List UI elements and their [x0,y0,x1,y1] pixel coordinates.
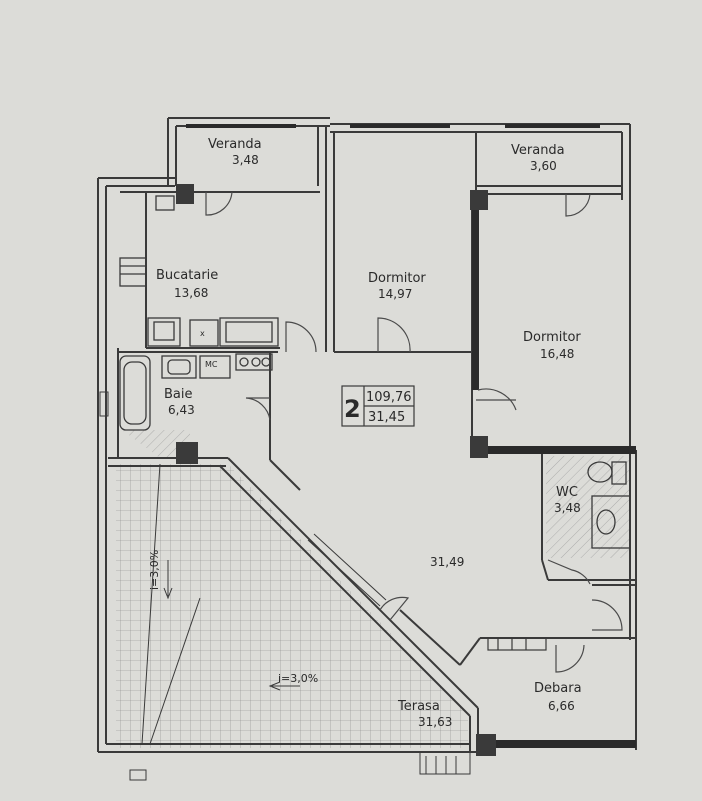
terrace-slope-2: i=3,0% [278,672,318,685]
bathroom-fixtures [119,353,273,431]
rooms-count: 2 [344,395,361,423]
apartment-info-box [341,385,415,427]
kitchen-name: Bucatarie [156,268,218,283]
living-area: 31,45 [368,410,405,425]
veranda-right-area: 3,60 [530,159,557,173]
storage-area: 6,66 [548,699,575,713]
total-area: 109,76 [366,390,412,405]
windows [99,391,471,781]
kitchen-area: 13,68 [174,286,208,300]
veranda-left-name: Veranda [208,137,262,152]
bathroom-name: Baie [164,387,193,402]
bathroom-hatch [122,430,190,458]
wc-fixtures [587,461,631,549]
bearing-walls [186,124,636,748]
wc-name: WC [556,485,578,500]
storage-shelving [487,637,547,651]
bedroom-1-area: 14,97 [378,287,412,301]
terrace-name: Terasa [397,699,440,714]
veranda-left-area: 3,48 [232,153,259,167]
storage-name: Debara [534,681,582,696]
kitchen-fixtures [119,195,279,347]
bedroom-2-name: Dormitor [523,330,581,345]
terrace-tiling [116,464,468,748]
bedroom-1-name: Dormitor [368,271,426,286]
wc-area: 3,48 [554,501,581,515]
terrace-slope-lines [141,463,300,745]
stove-label: x [200,329,205,338]
bedroom-2-area: 16,48 [540,347,574,361]
terrace-area: 31,63 [418,715,452,729]
washer-label: MC [205,360,218,369]
terrace-slope-1: i=3,0% [148,550,161,590]
doors [205,191,623,673]
bathroom-area: 6,43 [168,403,195,417]
veranda-right-name: Veranda [511,143,565,158]
hall-area: 31,49 [430,555,464,569]
columns [176,184,496,756]
